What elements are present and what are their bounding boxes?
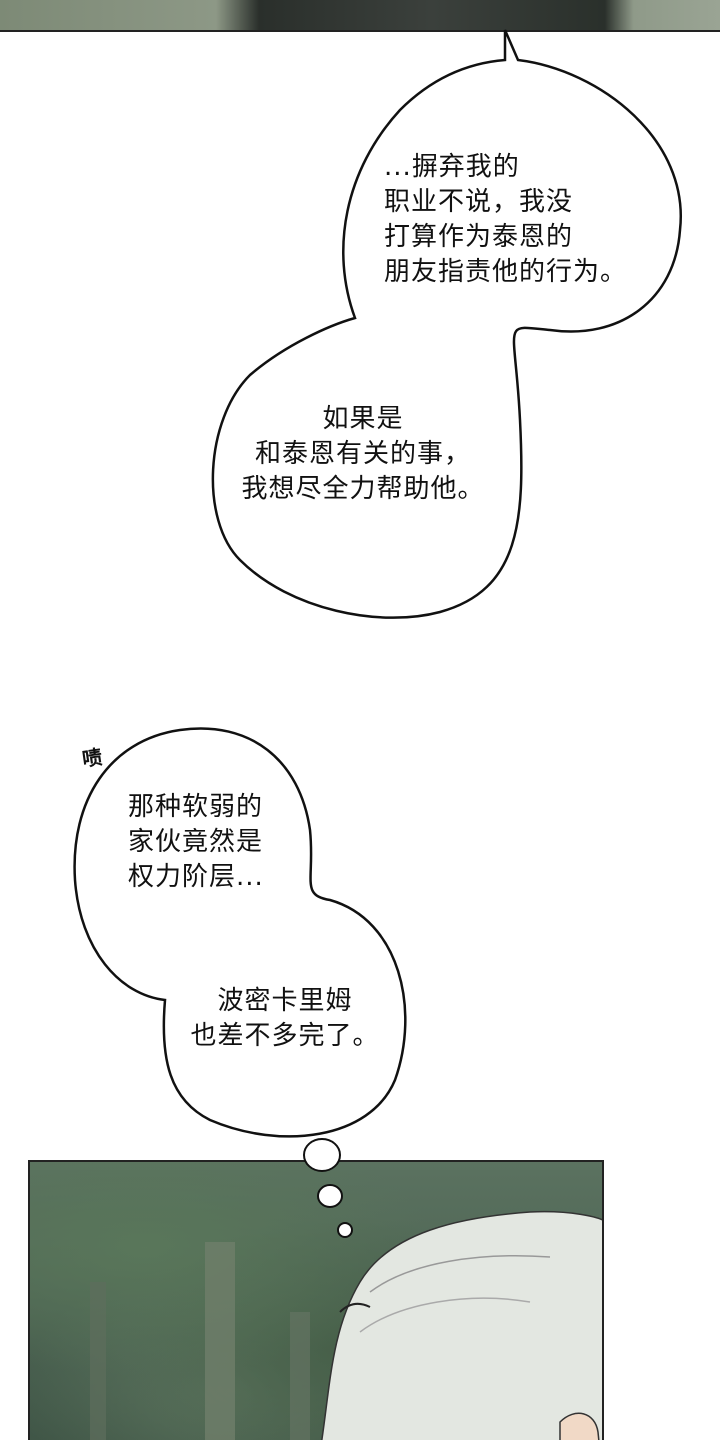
speech-bubble-upper <box>211 29 682 619</box>
hair-strand <box>339 1302 371 1313</box>
hair-strand <box>359 1297 531 1333</box>
character-ear <box>559 1412 600 1440</box>
forest-panel <box>28 1160 604 1440</box>
speech-text-help-him: 如果是 和泰恩有关的事， 我想尽全力帮助他。 <box>241 404 485 504</box>
forest-panel-art <box>90 1210 602 1440</box>
thought-text-weakling: 那种软弱的 家伙竟然是 权力阶层... <box>128 792 264 892</box>
character-hair <box>321 1210 602 1440</box>
tree-trunk <box>205 1242 235 1440</box>
sound-effect-tsk: 啧 <box>80 744 104 772</box>
speech-text-reluctance: ...摒弃我的 职业不说，我没 打算作为泰恩的 朋友指责他的行为。 <box>384 152 628 287</box>
thought-text-bomikarim: 波密卡里姆 也差不多完了。 <box>190 986 380 1051</box>
tree-trunk <box>290 1312 310 1440</box>
thought-bubble-lower <box>73 727 407 1138</box>
tree-trunk <box>90 1282 106 1440</box>
hair-strand <box>369 1255 551 1293</box>
top-panel-edge <box>0 0 720 32</box>
